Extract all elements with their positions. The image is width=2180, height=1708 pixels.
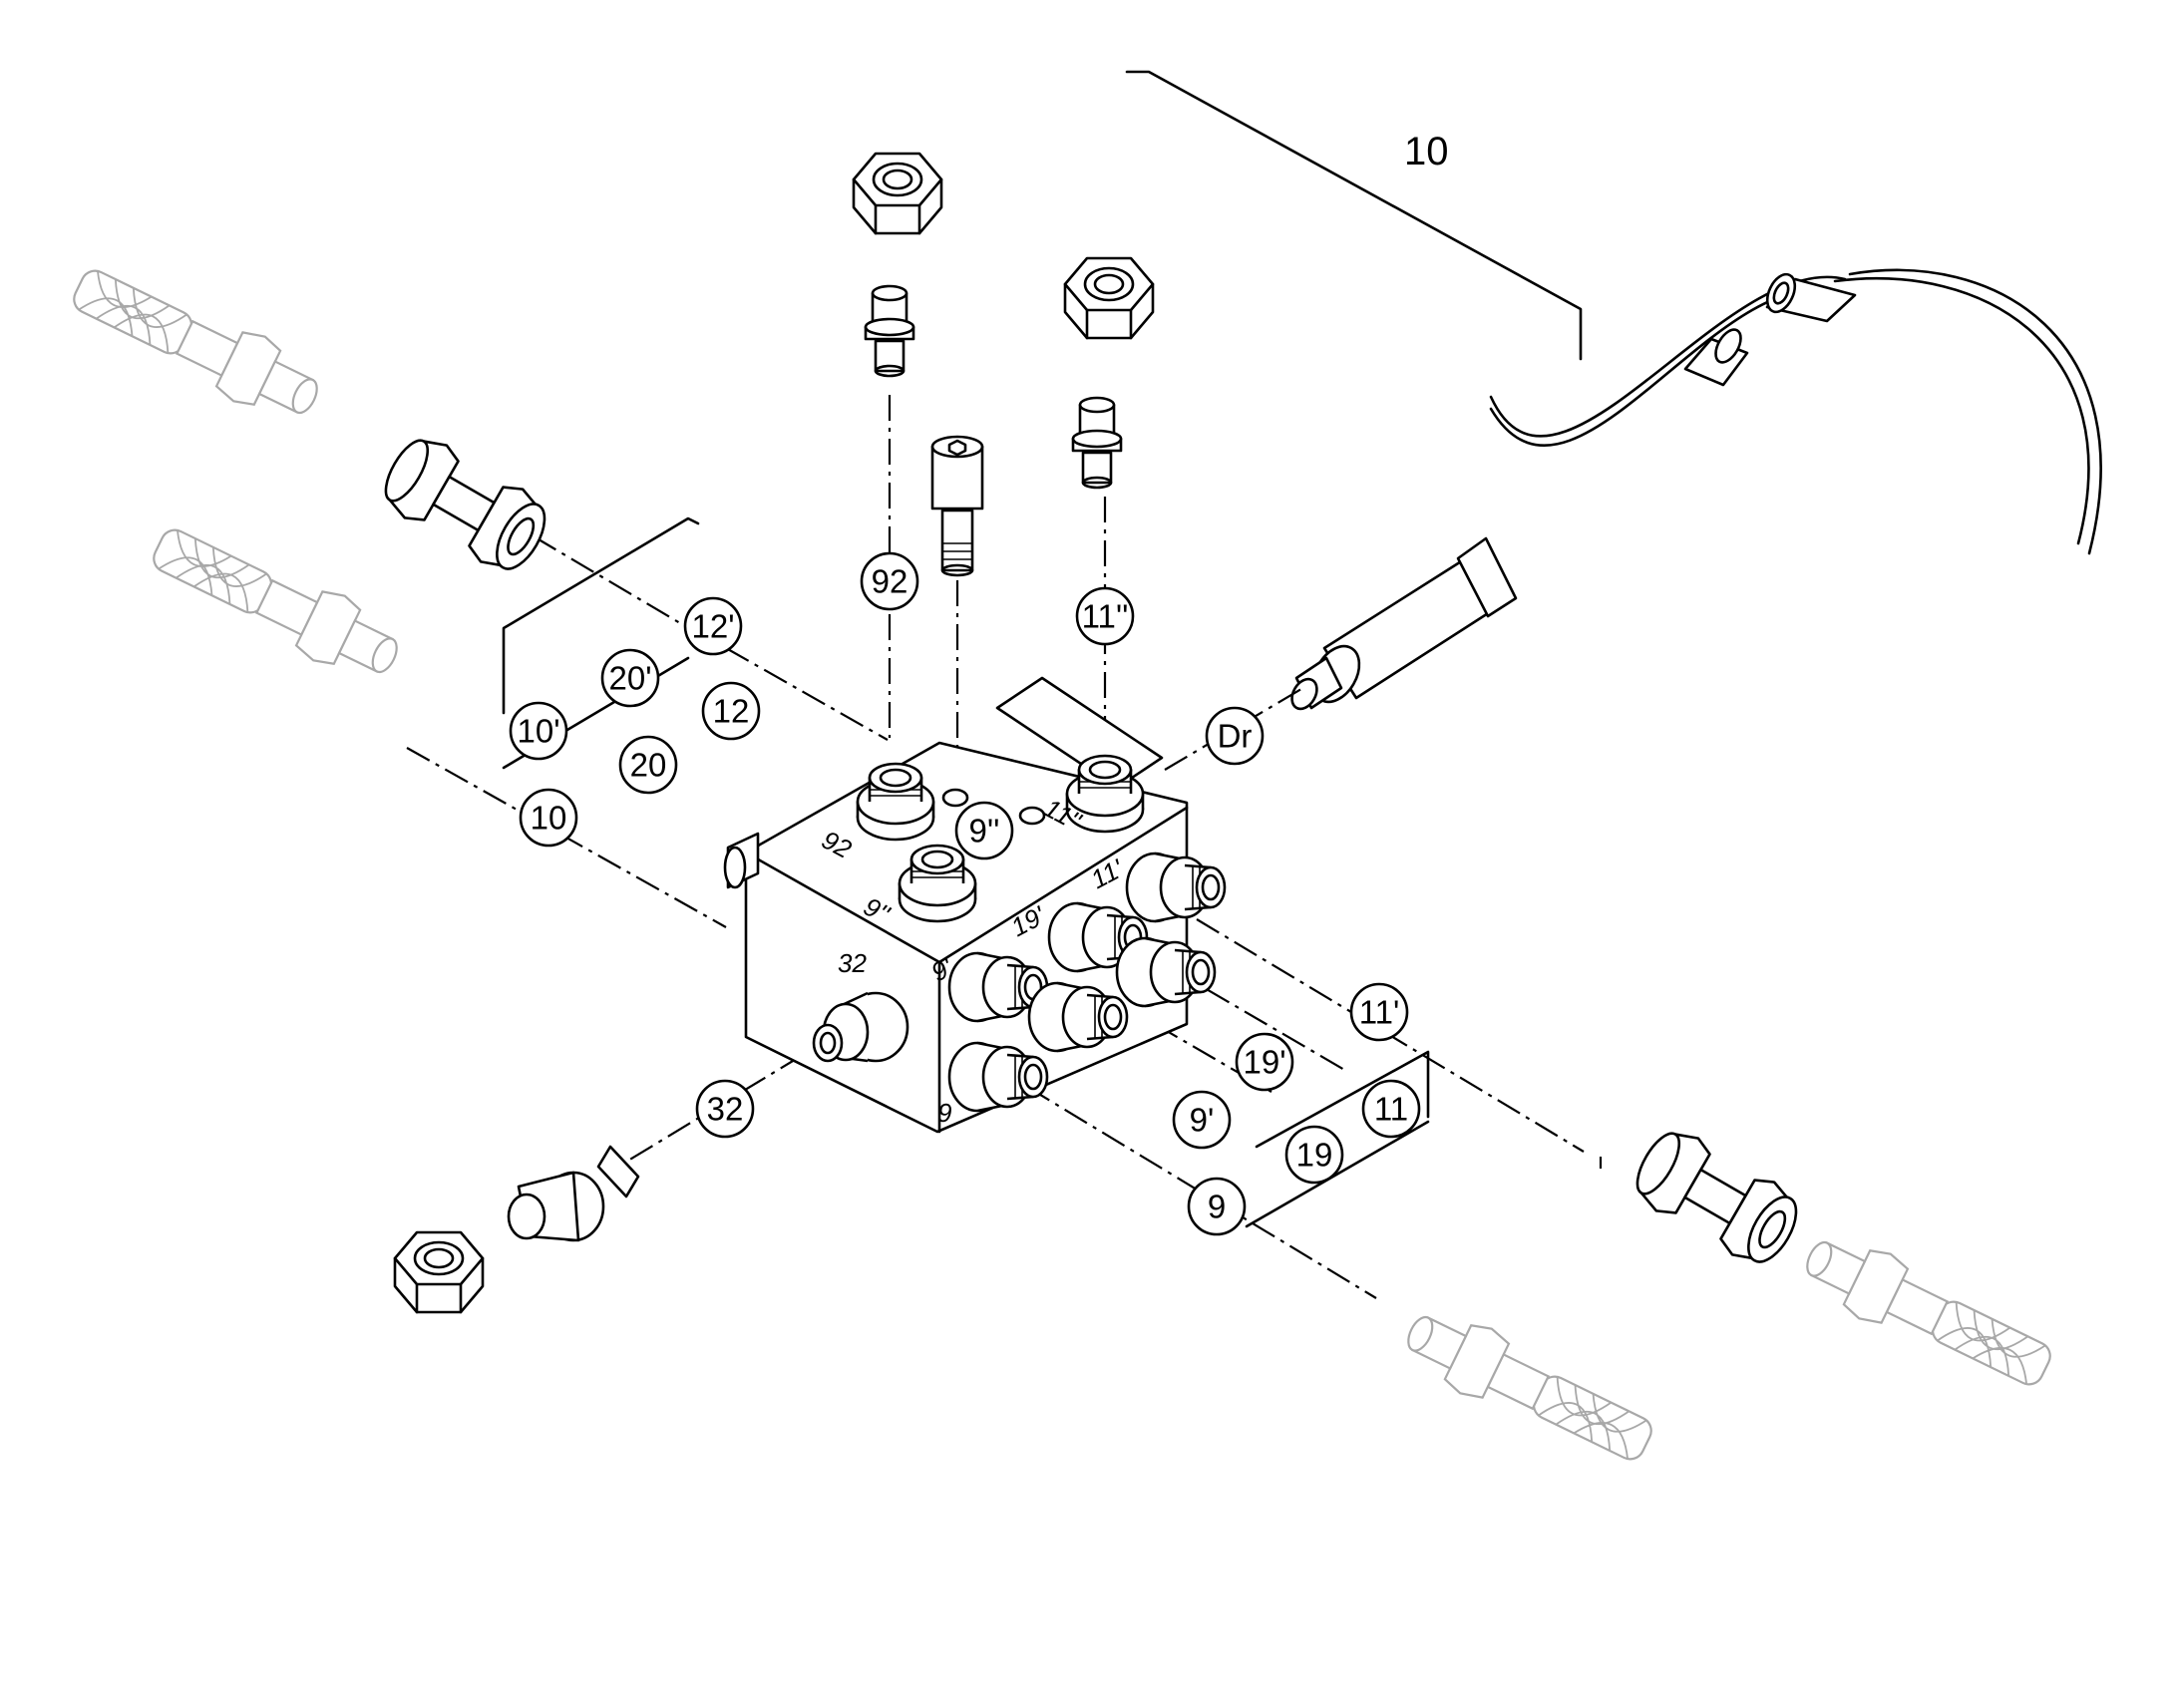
svg-text:11'': 11'': [1082, 598, 1129, 635]
svg-text:9'': 9'': [969, 813, 1000, 850]
side-stub: [723, 832, 760, 889]
hex-nut-top-right: [1063, 256, 1155, 340]
cable-connector: [1683, 328, 1749, 387]
svg-text:Dr: Dr: [1218, 718, 1253, 755]
sensor-body: [1290, 536, 1518, 711]
svg-text:32: 32: [707, 1091, 744, 1128]
callout-12p: 12': [683, 596, 743, 656]
port-92: [856, 762, 935, 842]
svg-text:9: 9: [1208, 1189, 1226, 1225]
callout-9pp: 9'': [954, 801, 1014, 860]
svg-text:12': 12': [691, 608, 734, 645]
svg-text:19': 19': [1243, 1044, 1285, 1081]
hex-nut-bottom-left: [393, 1230, 485, 1314]
hose-fitting-bottom-center: [1394, 1295, 1663, 1478]
callout-9p: 9': [1172, 1090, 1232, 1150]
callout-11: 11: [1361, 1079, 1421, 1139]
assembly-bracket: 10: [1125, 70, 1583, 361]
plug-fitting-32: [507, 1145, 640, 1242]
union-fitting-right: [1624, 1119, 1811, 1276]
hex-nut-top-left: [852, 152, 943, 235]
svg-text:92: 92: [872, 563, 908, 600]
callout-19p: 19': [1235, 1032, 1294, 1092]
svg-text:12: 12: [713, 693, 750, 730]
callout-10: 10: [519, 788, 578, 848]
svg-text:20': 20': [608, 660, 651, 697]
callout-92: 92: [860, 551, 919, 611]
callout-Dr: Dr: [1205, 706, 1265, 766]
socket-head-screw: [930, 435, 984, 577]
callout-11pp: 11'': [1075, 586, 1135, 646]
svg-text:9': 9': [1190, 1102, 1215, 1139]
pressure-sensor-assembly: [1290, 268, 2102, 711]
svg-text:20: 20: [630, 747, 667, 784]
port-19: [1115, 936, 1217, 1008]
callout-20p: 20': [600, 648, 660, 708]
plug-fitting-11pp: [1071, 396, 1123, 490]
svg-text:10': 10': [517, 713, 559, 750]
callout-11p: 11': [1349, 982, 1409, 1042]
callout-9: 9: [1187, 1177, 1247, 1236]
callout-10p: 10': [509, 701, 568, 761]
cable-end-sleeve: [1765, 272, 1857, 323]
svg-text:10: 10: [531, 800, 567, 837]
svg-text:19: 19: [1296, 1137, 1333, 1174]
port-9pp: [898, 844, 977, 923]
callout-12: 12: [701, 681, 761, 741]
callout-20: 20: [618, 735, 678, 795]
port-11p: [1125, 852, 1227, 923]
plug-fitting-92: [864, 284, 915, 378]
hose-fitting-bottom-right: [1793, 1220, 2062, 1403]
hose-fitting-mid-left: [142, 512, 411, 694]
port-label-32: 32: [838, 948, 867, 978]
union-fitting-left: [372, 426, 559, 583]
port-label-9: 9: [937, 1098, 951, 1128]
callout-32: 32: [695, 1079, 755, 1139]
assembly-ref-label: 10: [1404, 130, 1449, 173]
hose-fitting-top-left: [62, 252, 331, 435]
svg-text:11': 11': [1359, 994, 1400, 1031]
port-32: [812, 991, 909, 1063]
callout-19: 19: [1284, 1125, 1344, 1185]
svg-text:11: 11: [1374, 1091, 1408, 1128]
